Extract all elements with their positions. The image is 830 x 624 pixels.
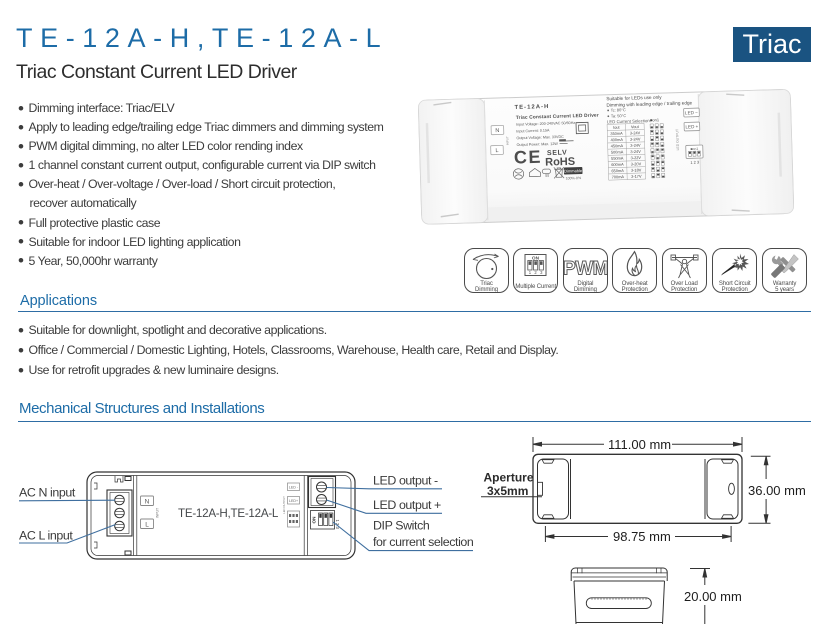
svg-text:650mA: 650mA (611, 168, 624, 173)
svg-text:LED +: LED + (685, 124, 698, 129)
svg-text:Dimmable: Dimmable (564, 168, 583, 174)
svg-text:N: N (495, 128, 499, 134)
svg-text:■on1: ■on1 (650, 117, 660, 122)
svg-text:Tc: 80°C: Tc: 80°C (611, 107, 626, 112)
svg-text:PWM: PWM (564, 259, 607, 280)
svg-text:RoHS: RoHS (545, 156, 575, 169)
svg-text:INPUT: INPUT (505, 136, 509, 145)
svg-text:600mA: 600mA (611, 162, 624, 167)
svg-text:1: 1 (529, 270, 532, 275)
svg-text:Input Current: 0.15A: Input Current: 0.15A (516, 128, 550, 133)
svg-text:LED −: LED − (685, 110, 698, 115)
svg-text:Output Voltage: Max. 33VDC: Output Voltage: Max. 33VDC (516, 135, 564, 140)
svg-text:450mA: 450mA (611, 143, 624, 148)
svg-text:TE-12A-H,TE-12A-L: TE-12A-H,TE-12A-L (178, 507, 279, 520)
svg-text:LED+: LED+ (289, 499, 298, 503)
svg-text:3-18V: 3-18V (631, 167, 642, 172)
svg-text:AC N input: AC N input (19, 486, 76, 500)
svg-text:ON: ON (532, 256, 540, 262)
svg-text:CE: CE (514, 147, 543, 168)
svg-text:500mA: 500mA (611, 149, 624, 154)
svg-text:3-20V: 3-20V (631, 161, 642, 166)
svg-text:L: L (495, 148, 498, 154)
svg-text:36.00 mm: 36.00 mm (748, 483, 806, 498)
svg-text:■on1: ■on1 (690, 147, 698, 151)
svg-text:3x5mm: 3x5mm (487, 484, 528, 498)
svg-text:DIP Switch: DIP Switch (373, 519, 430, 533)
svg-text:3: 3 (540, 270, 543, 275)
svg-text:L: L (145, 521, 149, 528)
svg-text:Triac Constant Current LED Dri: Triac Constant Current LED Driver (516, 113, 599, 121)
svg-text:3-24V: 3-24V (630, 130, 641, 135)
svg-text:ON: ON (312, 516, 317, 524)
svg-text:3-22V: 3-22V (630, 155, 641, 160)
svg-text:for current selection: for current selection (373, 535, 474, 549)
svg-text:N: N (145, 498, 150, 505)
svg-text:3-24V: 3-24V (630, 143, 641, 148)
svg-text:1 2 3: 1 2 3 (335, 520, 340, 530)
svg-text:111.00 mm: 111.00 mm (608, 437, 671, 452)
svg-text:Output Power: Max. 12W: Output Power: Max. 12W (517, 142, 559, 147)
svg-text:350mA: 350mA (610, 131, 623, 136)
svg-text:98.75 mm: 98.75 mm (613, 529, 671, 544)
svg-text:Suitable for LEDs use only: Suitable for LEDs use only (606, 95, 662, 102)
svg-text:Iout: Iout (613, 125, 621, 130)
svg-text:100%-0%: 100%-0% (565, 176, 581, 180)
svg-text:TE-12A-H: TE-12A-H (514, 104, 549, 111)
svg-text:3-24V: 3-24V (630, 149, 641, 154)
svg-text:700mA: 700mA (612, 174, 625, 179)
svg-text:Input Voltage: 200-240VAC 50/: Input Voltage: 200-240VAC 50/60Hz (516, 121, 575, 127)
svg-text:400mA: 400mA (610, 137, 623, 142)
svg-text:LED output +: LED output + (373, 498, 441, 512)
svg-text:20.00 mm: 20.00 mm (684, 589, 742, 604)
svg-text:3-24V: 3-24V (630, 136, 641, 141)
svg-text:1 2 3: 1 2 3 (690, 160, 700, 165)
svg-text:550mA: 550mA (611, 155, 624, 160)
svg-text:LED output -: LED output - (373, 474, 438, 488)
svg-text:LED -: LED - (289, 485, 299, 489)
svg-text:3-17V: 3-17V (631, 174, 642, 179)
svg-text:LED OUTPUT: LED OUTPUT (282, 496, 286, 514)
svg-text:Ta: 50°C: Ta: 50°C (611, 113, 627, 118)
svg-text:LED OUTPUT: LED OUTPUT (675, 129, 680, 151)
svg-text:Dimming with leading edge / tr: Dimming with leading edge / trailing edg… (606, 100, 692, 108)
svg-text:INPUT: INPUT (156, 508, 160, 518)
svg-text:Vout: Vout (631, 124, 640, 129)
svg-text:SELV: SELV (547, 149, 568, 157)
svg-text:Aperture: Aperture (484, 471, 534, 485)
svg-text:LED Current Selection:: LED Current Selection: (607, 118, 651, 124)
svg-text:AC L input: AC L input (19, 529, 73, 543)
svg-text:2: 2 (535, 270, 538, 275)
